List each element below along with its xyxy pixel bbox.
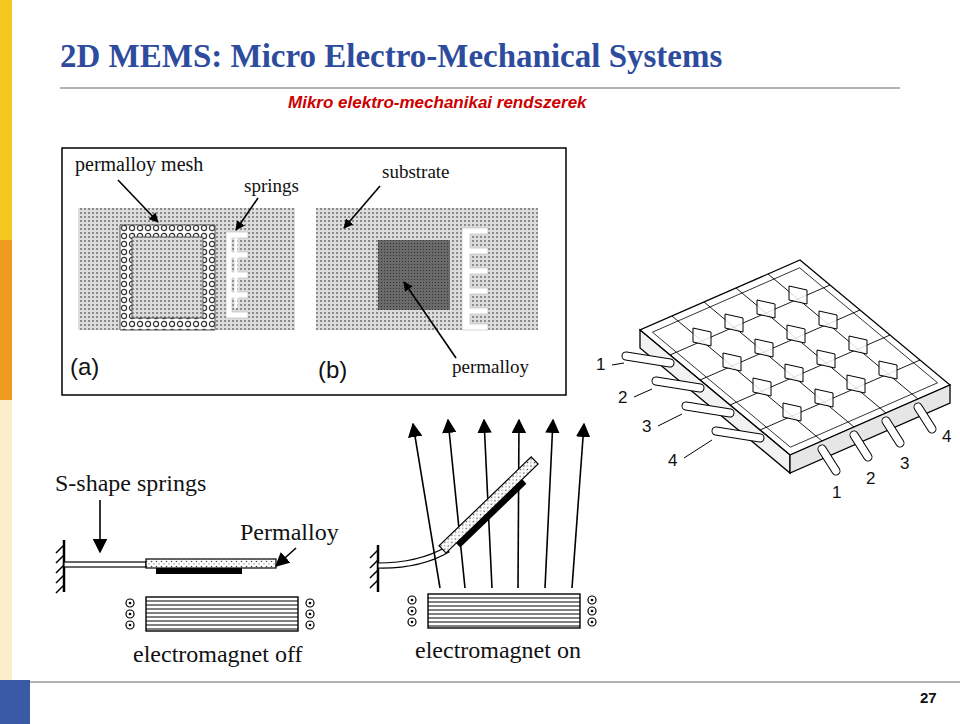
permalloy-mesh	[120, 225, 215, 330]
state-label: electromagnet on	[415, 637, 581, 663]
permalloy-plate	[378, 240, 450, 310]
callout-number: 2	[866, 470, 875, 489]
permalloy-plate-tilted	[439, 457, 542, 557]
subtitle: Mikro elektro-mechanikai rendszerek	[288, 94, 587, 113]
callout-number: 1	[596, 356, 605, 375]
callout-number: 3	[900, 455, 909, 474]
title-rule	[60, 87, 900, 89]
substrate-field	[316, 208, 538, 330]
springs	[462, 228, 488, 330]
panel-letter: (a)	[70, 354, 99, 380]
state-label: electromagnet off	[133, 641, 302, 667]
part-label: substrate	[382, 162, 450, 183]
part-label: S-shape springs	[55, 470, 206, 496]
footer-rule	[30, 681, 960, 683]
side-bar	[0, 400, 12, 680]
springs	[226, 232, 248, 318]
field-arrow	[413, 420, 584, 588]
callout-number: 2	[618, 389, 627, 408]
figure-frame	[62, 148, 566, 395]
callout-number: 4	[942, 428, 951, 447]
callout-number: 4	[668, 452, 677, 471]
part-label: springs	[244, 176, 299, 197]
leader-arrow	[118, 180, 456, 358]
part-label: permalloy mesh	[75, 153, 203, 175]
corner-block	[0, 680, 30, 724]
part-label: permalloy	[452, 357, 529, 378]
cantilever-off	[56, 540, 276, 593]
panel-letter: (b)	[318, 357, 347, 383]
electromagnet	[408, 594, 596, 628]
callout-number: 1	[832, 484, 841, 503]
side-bar	[0, 0, 12, 240]
page-number: 27	[920, 690, 937, 707]
side-bar	[0, 240, 12, 400]
callout-number: 3	[642, 418, 651, 437]
optical-switch-array	[612, 260, 950, 473]
slide-title: 2D MEMS: Micro Electro-Mechanical System…	[60, 38, 722, 74]
electromagnet	[126, 597, 314, 631]
part-label: Permalloy	[240, 519, 339, 545]
substrate-field	[78, 208, 295, 330]
